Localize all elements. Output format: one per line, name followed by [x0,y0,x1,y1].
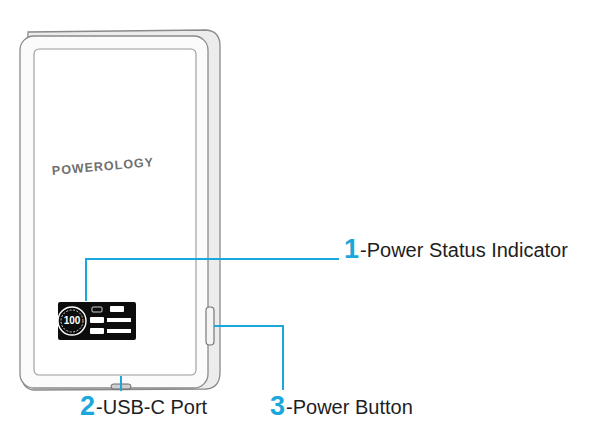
part-name: -Power Button [286,397,413,417]
front-panel [34,49,196,375]
callout-number: 2 [80,393,95,420]
battery-percent: 100 [64,316,81,326]
callout-number: 3 [270,393,285,420]
leader-lines [86,259,339,391]
body-front [20,36,208,388]
callout-number: 1 [344,236,359,263]
power-button [206,307,214,345]
status-display [58,302,136,340]
part-name: -USB-C Port [96,397,207,417]
part-name: -Power Status Indicator [360,240,568,260]
body-side [22,30,220,390]
